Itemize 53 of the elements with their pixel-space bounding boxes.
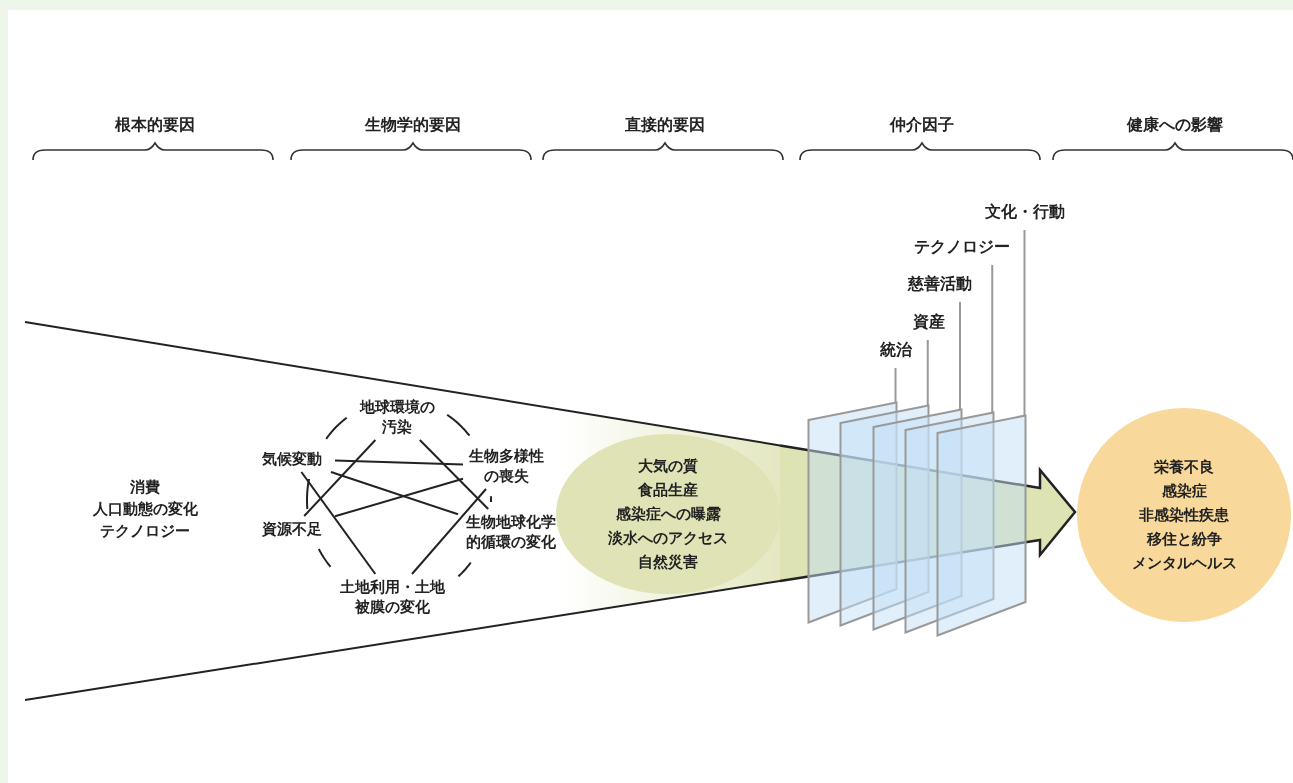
list-text: 自然災害 (638, 552, 698, 573)
driver-text: 人口動態の変化 (91, 499, 199, 520)
driver-text: 消費 (129, 477, 161, 498)
list-text: 感染症への曝露 (615, 504, 721, 525)
leader-line (926, 339, 929, 408)
big-arrow (778, 444, 1077, 583)
ring-arc (457, 561, 472, 578)
ring-arc (489, 495, 492, 503)
column-heading: 直接的要因 (625, 115, 705, 134)
translucent-panel (808, 402, 897, 623)
ring-arc (325, 416, 348, 440)
list-text: メンタルヘルス (1131, 553, 1237, 574)
list-text: 移住と紛争 (1146, 529, 1222, 550)
list-text: 非感染性疾患 (1139, 505, 1229, 526)
leader-line (991, 264, 994, 414)
factor-label: 生物地球化学的循環の変化 (461, 512, 561, 552)
connector-line (303, 439, 377, 517)
list-text: 栄養不良 (1154, 457, 1214, 478)
panel-label: テクノロジー (914, 236, 1010, 257)
list-text: 食品生産 (638, 480, 698, 501)
panel-label: 慈善活動 (908, 273, 972, 294)
connector-line (334, 477, 464, 518)
translucent-panel (937, 415, 1026, 636)
translucent-panel (840, 405, 930, 627)
panel-label: 統治 (880, 339, 912, 360)
column-heading: 健康への影響 (1127, 115, 1223, 134)
panel-label: 文化・行動 (985, 201, 1065, 222)
panel-label: 資産 (913, 311, 945, 332)
connector-line (411, 488, 487, 575)
translucent-panel (872, 408, 962, 630)
list-text: 淡水へのアクセス (608, 528, 728, 549)
connector-line (330, 471, 459, 516)
column-heading: 生物学的要因 (365, 115, 461, 134)
factor-label: 生物多様性の喪失 (466, 446, 546, 486)
driver-text: テクノロジー (99, 521, 191, 542)
factor-label: 地球環境の汚染 (357, 397, 437, 437)
translucent-panel (904, 411, 994, 633)
factor-label: 土地利用・土地被膜の変化 (336, 577, 448, 617)
ring-arc (306, 478, 310, 510)
factor-label: 資源不足 (252, 519, 332, 539)
leader-line (1023, 229, 1026, 417)
column-heading: 仲介因子 (890, 115, 954, 134)
list-text: 感染症 (1161, 481, 1207, 502)
ring-arc (446, 413, 471, 437)
connector-line (418, 439, 490, 510)
connector-line (300, 471, 377, 575)
leader-line (894, 367, 897, 404)
ring-arc (317, 548, 332, 568)
factor-label: 気候変動 (252, 449, 332, 469)
list-text: 大気の質 (638, 456, 698, 477)
connector-line (334, 459, 464, 466)
leader-line (959, 301, 961, 411)
column-heading: 根本的要因 (115, 115, 195, 134)
